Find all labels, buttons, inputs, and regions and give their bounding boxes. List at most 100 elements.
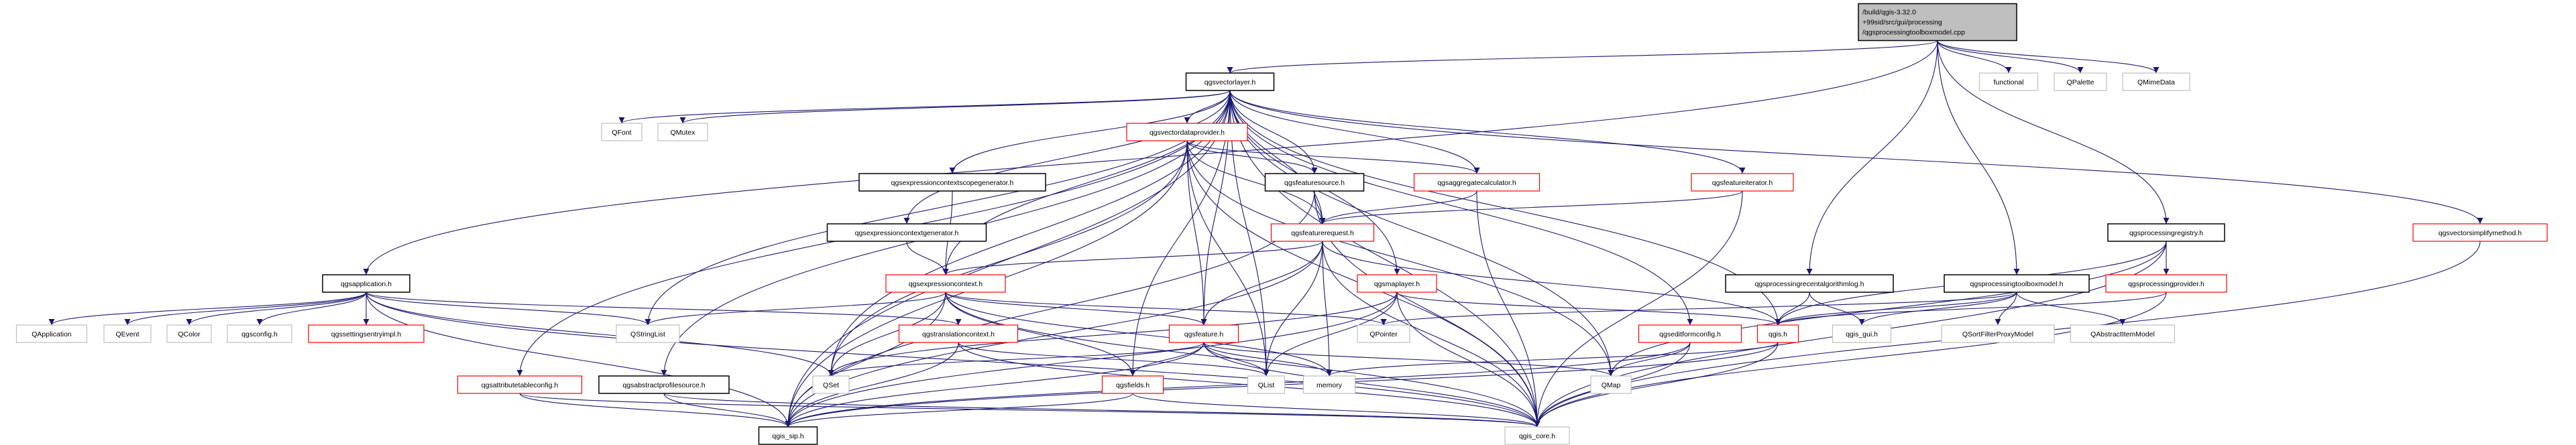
edge-vl-to-core — [1229, 90, 1541, 428]
node-vl[interactable]: qgsvectorlayer.h — [1185, 72, 1275, 91]
node-qlist[interactable]: QList — [1247, 375, 1286, 394]
edge-app-to-qappl — [48, 292, 367, 326]
node-qgis[interactable]: qgis.h — [1756, 324, 1799, 343]
edge-app-to-qcolor — [186, 292, 367, 326]
edge-feature-to-fields — [1129, 342, 1205, 377]
node-vsm[interactable]: qgsvectorsimplifymethod.h — [2412, 223, 2548, 242]
node-box — [898, 324, 1019, 343]
edge-ctx-to-core — [945, 292, 1541, 428]
node-qfont[interactable]: QFont — [601, 123, 642, 141]
node-label: qgsfeaturesource.h — [1284, 179, 1345, 187]
nodes-layer: /build/qgis-3.32.0+99sid/src/gui/process… — [15, 3, 2548, 445]
node-label: QApplication — [32, 330, 72, 338]
node-qgisgui[interactable]: qgis_gui.h — [1832, 324, 1892, 343]
node-registry[interactable]: qgsprocessingregistry.h — [2107, 223, 2225, 242]
node-label: QEvent — [115, 330, 139, 338]
node-box — [1725, 274, 1894, 293]
node-qset[interactable]: QSet — [812, 375, 850, 394]
node-maplayer[interactable]: qgsmaplayer.h — [1357, 274, 1437, 293]
node-qmap[interactable]: QMap — [1590, 375, 1632, 394]
edge-feature-to-qset — [828, 342, 1205, 377]
node-qappl[interactable]: QApplication — [15, 324, 88, 343]
node-core[interactable]: qgis_core.h — [1504, 426, 1570, 445]
node-fiter[interactable]: qgsfeatureiterator.h — [1691, 173, 1794, 192]
node-qaim[interactable]: QAbstractItemModel — [2070, 324, 2176, 343]
node-box — [1944, 274, 2090, 293]
node-label: qgstranslationcontext.h — [922, 330, 995, 338]
node-label-line: +99sid/src/gui/processing — [1862, 19, 1942, 27]
edge-freq-to-qgis — [1322, 241, 1781, 326]
node-label: qgsattributetableconfig.h — [482, 381, 559, 389]
node-label: QList — [1258, 381, 1275, 389]
edge-aggr-to-core — [1476, 190, 1541, 428]
node-qpointer[interactable]: QPointer — [1357, 324, 1410, 343]
node-scopegen[interactable]: qgsexpressioncontextscopegenerator.h — [858, 173, 1046, 192]
node-ctx[interactable]: qgsexpressioncontext.h — [885, 274, 1006, 293]
node-box — [2107, 223, 2225, 242]
node-box — [1638, 324, 1742, 343]
edge-vdp-to-qset — [828, 140, 1188, 377]
edge-vdp-to-aggr — [1186, 140, 1480, 174]
edge-vl-to-fsrc — [1229, 90, 1318, 174]
edge-root-to-app — [363, 40, 1938, 275]
edge-fiter-to-core — [1534, 190, 1743, 428]
node-vdp[interactable]: qgsvectordataprovider.h — [1126, 123, 1248, 141]
edge-vdp-to-feature — [1186, 140, 1207, 326]
edge-qgis-to-memory — [1326, 342, 1779, 377]
node-qsfpm[interactable]: QSortFilterProxyModel — [1941, 324, 2055, 343]
node-label: QPointer — [1369, 330, 1398, 338]
edge-profsrc-to-sip — [663, 393, 791, 428]
node-qpalette[interactable]: QPalette — [2054, 72, 2107, 91]
node-settings[interactable]: qgssettingsentryimpl.h — [308, 324, 425, 343]
node-box — [1126, 123, 1248, 141]
node-label: qgsabstractprofilesource.h — [622, 381, 705, 389]
node-qmimedata[interactable]: QMimeData — [2122, 72, 2190, 91]
node-label: qgis.h — [1769, 330, 1787, 338]
node-qgsconfig[interactable]: qgsconfig.h — [227, 324, 292, 343]
node-label: QSortFilterProxyModel — [1962, 330, 2033, 338]
edge-feature-to-memory — [1203, 342, 1333, 377]
node-fsrc[interactable]: qgsfeaturesource.h — [1264, 173, 1365, 192]
node-qcolor[interactable]: QColor — [166, 324, 212, 343]
node-root[interactable]: /build/qgis-3.32.0+99sid/src/gui/process… — [1858, 3, 2017, 42]
node-label: QPalette — [2067, 78, 2094, 86]
node-recent[interactable]: qgsprocessingrecentalgorithmlog.h — [1725, 274, 1894, 293]
node-box — [457, 375, 583, 394]
node-transctx[interactable]: qgstranslationcontext.h — [898, 324, 1019, 343]
edge-app-to-transctx — [366, 292, 962, 326]
node-fields[interactable]: qgsfields.h — [1101, 375, 1164, 394]
edge-fields-to-core — [1132, 393, 1541, 428]
edge-toolbox-to-qpointer — [1380, 292, 2017, 326]
node-qmutex[interactable]: QMutex — [657, 123, 708, 141]
edge-freq-to-ctx — [942, 241, 1323, 275]
node-toolbox[interactable]: qgsprocessingtoolboxmodel.h — [1944, 274, 2090, 293]
edge-recent-to-qgis — [1775, 292, 1810, 326]
node-attrtable[interactable]: qgsattributetableconfig.h — [457, 375, 583, 394]
node-functional[interactable]: functional — [1978, 72, 2039, 91]
edge-provider-to-core — [1534, 292, 2167, 428]
node-label: qgsapplication.h — [341, 280, 392, 288]
node-box — [758, 426, 818, 445]
node-feature[interactable]: qgsfeature.h — [1168, 324, 1239, 343]
node-freq[interactable]: qgsfeaturerequest.h — [1270, 223, 1375, 242]
node-app[interactable]: qgsapplication.h — [322, 274, 410, 293]
node-sip[interactable]: qgis_sip.h — [758, 426, 818, 445]
node-qevent[interactable]: QEvent — [103, 324, 152, 343]
node-box — [1941, 324, 2055, 343]
node-provider[interactable]: qgsprocessingprovider.h — [2105, 274, 2227, 293]
node-label: qgseditformconfig.h — [1659, 330, 1721, 338]
edge-ctx-to-qset — [828, 292, 946, 377]
node-profsrc[interactable]: qgsabstractprofilesource.h — [598, 375, 730, 394]
edge-toolbox-to-qaim — [2016, 292, 2126, 326]
node-memory[interactable]: memory — [1302, 375, 1356, 394]
edge-attrtable-to-sip — [519, 393, 791, 428]
node-label: QAbstractItemModel — [2090, 330, 2155, 338]
node-box — [2070, 324, 2176, 343]
node-ctxgen[interactable]: qgsexpressioncontextgenerator.h — [826, 223, 987, 242]
node-label: qgsprocessingtoolboxmodel.h — [1970, 280, 2064, 288]
node-box — [322, 274, 410, 293]
node-qstringlist[interactable]: QStringList — [616, 324, 680, 343]
edge-fiter-to-freq — [1319, 190, 1743, 225]
node-aggr[interactable]: qgsaggregatecalculator.h — [1413, 173, 1541, 192]
node-editform[interactable]: qgseditformconfig.h — [1638, 324, 1742, 343]
